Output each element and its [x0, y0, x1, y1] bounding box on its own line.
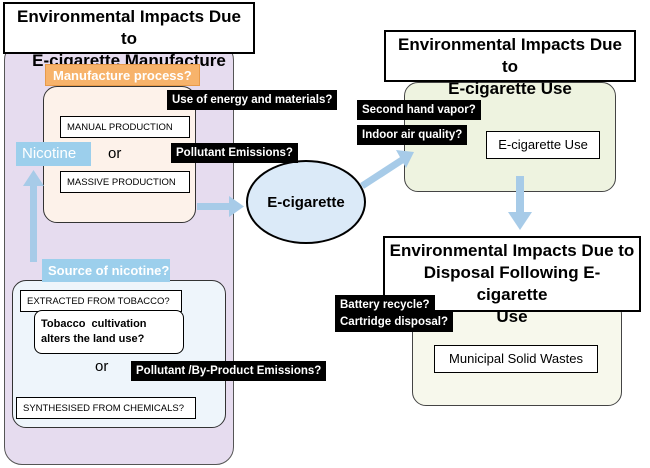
synthesised-from-chemicals-box: SYNTHESISED FROM CHEMICALS? [16, 397, 196, 419]
tobacco-cultivation-line1: Tobacco cultivation [41, 318, 147, 330]
tag-indoor-air-quality: Indoor air quality? [357, 125, 468, 145]
tag-cartridge-disposal: Cartridge disposal? [335, 312, 453, 332]
tobacco-cultivation-box: Tobacco cultivation alters the land use? [34, 310, 184, 354]
disposal-title-line3: Use [496, 307, 528, 326]
massive-production-box: MASSIVE PRODUCTION [60, 171, 190, 193]
use-title-line2: E-cigarette Use [448, 79, 572, 98]
disposal-title-line1: Environmental Impacts Due to [389, 241, 635, 260]
manufacture-process-label: Manufacture process? [45, 64, 200, 86]
tobacco-cultivation-line2: alters the land use? [41, 333, 145, 345]
disposal-title-line2: Disposal Following E-cigarette [423, 263, 601, 304]
use-title: Environmental Impacts Due to E-cigarette… [384, 30, 636, 98]
e-cigarette-node: E-cigarette [246, 160, 366, 244]
municipal-solid-wastes-box: Municipal Solid Wastes [434, 345, 598, 373]
nicotine-source-label: Source of nicotine? [42, 259, 170, 282]
nicotine-label: Nicotine [16, 142, 91, 166]
arrow-manufacture-to-ecig [197, 196, 244, 217]
tag-battery-recycle: Battery recycle? [335, 295, 435, 315]
e-cigarette-label: E-cigarette [267, 193, 345, 211]
tag-pollutant-emissions: Pollutant Emissions? [171, 143, 298, 163]
e-cigarette-use-box: E-cigarette Use [486, 131, 600, 159]
or-label-1: or [108, 145, 122, 162]
tag-byproduct-emissions: Pollutant /By-Product Emissions? [131, 361, 327, 381]
tag-second-hand-vapor: Second hand vapor? [357, 100, 481, 120]
use-title-line1: Environmental Impacts Due to [398, 35, 622, 76]
arrow-use-to-disposal [508, 176, 532, 230]
arrow-ecig-to-use [360, 150, 414, 189]
or-label-2: or [95, 358, 109, 375]
tag-energy-materials: Use of energy and materials? [167, 90, 338, 110]
manual-production-box: MANUAL PRODUCTION [60, 116, 190, 138]
arrow-source-to-nicotine [23, 170, 44, 262]
manufacture-title-line1: Environmental Impacts Due to [17, 7, 241, 48]
